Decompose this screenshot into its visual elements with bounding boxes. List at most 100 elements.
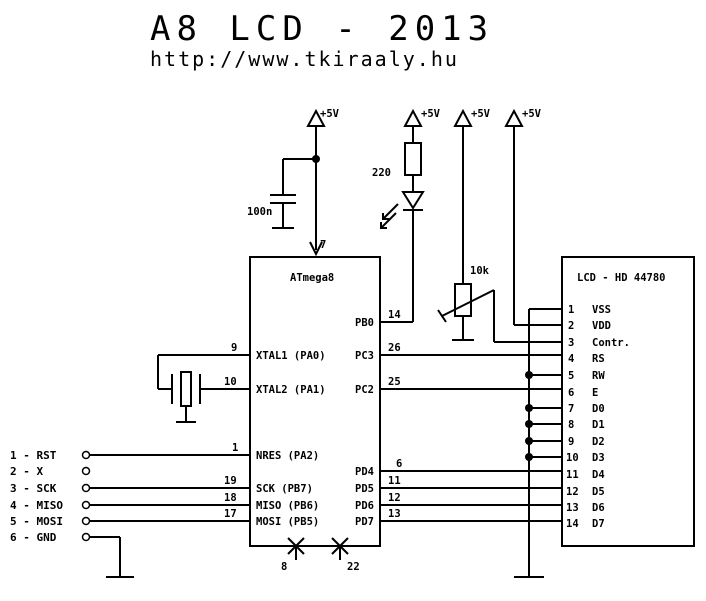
lcd-pin-number: 12 — [566, 486, 579, 498]
supply-symbol-lcd: +5V — [504, 108, 542, 127]
mcu-pin-number: 11 — [388, 475, 401, 487]
mcu-pin-mosi: 17 MOSI (PB5) — [90, 508, 319, 528]
mcu-gnd-pin-number: 22 — [347, 561, 360, 573]
schematic-url: http://www.tkiraaly.hu — [150, 47, 459, 71]
lcd-pin-number: 11 — [566, 469, 579, 481]
mcu-gnd-pin-22: 22 — [331, 537, 360, 573]
lcd-pin-label: D4 — [592, 469, 605, 481]
lcd-pin-label: E — [592, 387, 598, 399]
mcu-pin-pd6: 12 PD6 — [355, 492, 562, 512]
lcd-ground-bus — [514, 308, 562, 578]
mcu-pin-label: PC2 — [355, 384, 374, 396]
mcu-pin-pd4: 6 PD4 — [355, 458, 562, 478]
isp-pin-label: 2 - X — [10, 465, 43, 478]
lcd-pin-number: 9 — [568, 436, 574, 448]
lcd-pin-label: D7 — [592, 518, 605, 530]
mcu-pin-number: 26 — [388, 342, 401, 354]
decoupling-capacitor: 100n — [247, 126, 323, 257]
led-indicator: 220 — [372, 126, 425, 322]
mcu-pin-label: PD4 — [355, 466, 374, 478]
mcu-pin-label: PD6 — [355, 500, 374, 512]
capacitor-value: 100n — [247, 206, 272, 218]
lcd-pin-number: 10 — [566, 452, 579, 464]
lcd-pin-number: 3 — [568, 337, 574, 349]
mcu-pin-number: 6 — [396, 458, 402, 470]
mcu-pin-label: SCK (PB7) — [256, 483, 313, 495]
mcu-pin-label: PD5 — [355, 483, 374, 495]
lcd-pin-number: 4 — [568, 353, 574, 365]
crystal-oscillator — [157, 355, 201, 423]
mcu-pin-miso: 18 MISO (PB6) — [90, 492, 319, 512]
mcu-pin-xtal1: 9 XTAL1 (PA0) — [158, 342, 326, 362]
lcd-pin-number: 8 — [568, 419, 574, 431]
supply-label: +5V — [522, 108, 542, 120]
mcu-pin-number: 10 — [224, 376, 237, 388]
mcu-pin-number: 14 — [388, 309, 401, 321]
supply-symbol-mcu: +5V — [306, 108, 340, 127]
schematic-title: A8 LCD - 2013 — [150, 9, 494, 49]
supply-label: +5V — [320, 108, 340, 120]
lcd-pin-number: 13 — [566, 502, 579, 514]
mcu-gnd-pin-8: 8 — [281, 537, 305, 573]
mcu-pin-pd5: 11 PD5 — [355, 475, 562, 495]
mcu-pin-label: MOSI (PB5) — [256, 516, 319, 528]
mcu-pin-pc2: 25 PC2 — [355, 376, 562, 396]
lcd-pin-label: D6 — [592, 502, 605, 514]
mcu-pin-label: MISO (PB6) — [256, 500, 319, 512]
lcd-module — [561, 256, 695, 547]
lcd-pin-number: 6 — [568, 387, 574, 399]
mcu-pin-label: PB0 — [355, 317, 374, 329]
supply-label: +5V — [471, 108, 491, 120]
isp-pin-label: 3 - SCK — [10, 482, 57, 495]
mcu-vcc-pin-number: 7 — [320, 239, 326, 251]
lcd-pin-number: 2 — [568, 320, 574, 332]
mcu-pin-label: XTAL2 (PA1) — [256, 384, 326, 396]
mcu-pin-sck: 19 SCK (PB7) — [90, 475, 313, 495]
mcu-pin-number: 9 — [231, 342, 237, 354]
mcu-pin-label: XTAL1 (PA0) — [256, 350, 326, 362]
lcd-pin-label: D1 — [592, 419, 605, 431]
lcd-name: LCD - HD 44780 — [577, 272, 666, 284]
lcd-pin-label: VSS — [592, 304, 611, 316]
lcd-pin-label: D2 — [592, 436, 605, 448]
lcd-pin-number: 7 — [568, 403, 574, 415]
pot-value: 10k — [470, 265, 490, 277]
isp-pin-label: 1 - RST — [10, 449, 57, 462]
mcu-pin-number: 18 — [224, 492, 237, 504]
lcd-pin-label: RS — [592, 353, 605, 365]
lcd-pin-list: 1 VSS 2 VDD 3 Contr. 4 RS 5 RW 6 E 7 D0 … — [566, 304, 630, 530]
lcd-pin-label: Contr. — [592, 337, 630, 349]
mcu-pin-reset: 1 NRES (PA2) — [90, 442, 319, 462]
mcu-pin-number: 25 — [388, 376, 401, 388]
mcu-pin-number: 19 — [224, 475, 237, 487]
lcd-pin-label: VDD — [592, 320, 611, 332]
mcu-name: ATmega8 — [290, 272, 334, 284]
isp-header: 1 - RST 2 - X 3 - SCK 4 - MISO 5 - MOSI … — [10, 449, 134, 578]
resistor-value: 220 — [372, 167, 391, 179]
isp-pin-label: 4 - MISO — [10, 499, 63, 512]
lcd-pin-label: D0 — [592, 403, 605, 415]
lcd-pin-number: 1 — [568, 304, 574, 316]
lcd-pin-label: D3 — [592, 452, 605, 464]
supply-label: +5V — [421, 108, 441, 120]
mcu-pin-label: PD7 — [355, 516, 374, 528]
mcu-body — [249, 256, 381, 547]
lcd-pin-number: 5 — [568, 370, 574, 382]
mcu-pin-number: 1 — [232, 442, 238, 454]
mcu-pin-label: PC3 — [355, 350, 374, 362]
isp-pin-label: 5 - MOSI — [10, 515, 63, 528]
mcu-gnd-pin-number: 8 — [281, 561, 287, 573]
supply-symbol-pot: +5V — [453, 108, 491, 127]
mcu-pin-number: 12 — [388, 492, 401, 504]
mcu-pin-pd7: 13 PD7 — [355, 508, 562, 528]
lcd-pin-label: D5 — [592, 486, 605, 498]
mcu-pin-number: 13 — [388, 508, 401, 520]
lcd-pin-label: RW — [592, 370, 605, 382]
mcu-pin-xtal2: 10 XTAL2 (PA1) — [200, 376, 326, 396]
mcu-pin-number: 17 — [224, 508, 237, 520]
mcu-pin-label: NRES (PA2) — [256, 450, 319, 462]
lcd-pin-number: 14 — [566, 518, 579, 530]
mcu-pin-pc3: 26 PC3 — [355, 342, 562, 362]
mcu-pin-pb0: 14 PB0 — [355, 309, 413, 329]
